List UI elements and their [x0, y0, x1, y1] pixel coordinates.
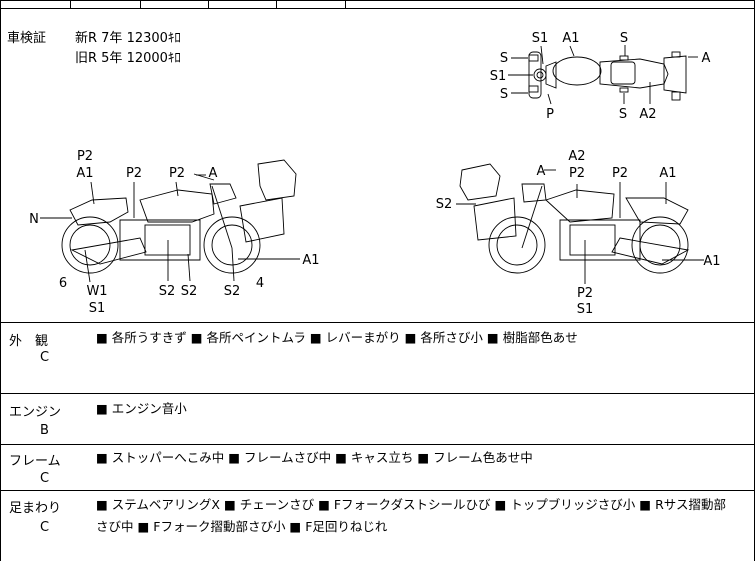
note-line: ■ ステムベアリングX ■ チェーンさび ■ Fフォークダストシールひび ■ ト…: [96, 497, 727, 512]
label-top-s: S: [620, 31, 628, 46]
top-cell-divider: [140, 0, 141, 8]
section-grade-exterior: C: [40, 350, 50, 365]
label-right-p2-b: P2: [612, 166, 628, 181]
label-right-a1-top: A1: [659, 166, 676, 181]
label-top-s-left-a: S: [500, 51, 508, 66]
section-notes-exterior: ■ 各所うすきず ■ 各所ペイントムラ ■ レバーまがり ■ 各所さび小 ■ 樹…: [96, 327, 746, 349]
section-grade-engine: B: [40, 423, 49, 438]
section-grade-frame: C: [40, 471, 50, 486]
label-left-a-top: A: [209, 166, 218, 181]
certificate-new-mileage: 新R 7年 12300ｷﾛ: [75, 31, 181, 46]
label-top-s1: S1: [532, 31, 549, 46]
section-notes-engine: ■ エンジン音小: [96, 398, 746, 420]
certificate-label: 車検証: [7, 31, 47, 46]
note-line: ■ ストッパーへこみ中 ■ フレームさび中 ■ キャス立ち ■ フレーム色あせ中: [96, 450, 533, 465]
left-border: [0, 0, 1, 561]
label-top-s-left-b: S: [500, 87, 508, 102]
label-left-s1: S1: [89, 301, 106, 316]
top-cell-divider: [208, 0, 209, 8]
note-line: さび中 ■ Fフォーク摺動部さび小 ■ F足回りねじれ: [96, 519, 388, 534]
right-side-motorcycle-icon: [456, 163, 704, 284]
label-left-n: N: [29, 212, 39, 227]
label-left-w1: W1: [86, 284, 107, 299]
label-right-s1-bottom: S1: [577, 302, 594, 317]
top-cell-divider: [70, 0, 71, 8]
certificate-old-mileage: 旧R 5年 12000ｷﾛ: [75, 51, 181, 66]
section-notes-suspension: ■ ステムベアリングX ■ チェーンさび ■ Fフォークダストシールひび ■ ト…: [96, 494, 746, 538]
label-left-4: 4: [256, 276, 264, 291]
left-side-motorcycle-icon: [40, 159, 300, 283]
label-left-p2-a: P2: [77, 149, 93, 164]
label-top-a-right: A: [702, 51, 711, 66]
label-left-s2-a: S2: [159, 284, 176, 299]
section-divider: [0, 393, 755, 394]
section-notes-frame: ■ ストッパーへこみ中 ■ フレームさび中 ■ キャス立ち ■ フレーム色あせ中: [96, 447, 746, 469]
label-top-a1: A1: [562, 31, 579, 46]
label-right-a2: A2: [568, 149, 585, 164]
label-left-6: 6: [59, 276, 67, 291]
top-cell-divider: [276, 0, 277, 8]
label-left-p2-c: P2: [169, 166, 185, 181]
section-title-exterior: 外 観: [9, 334, 49, 349]
diagram-divider: [0, 322, 755, 323]
label-left-p2-b: P2: [126, 166, 142, 181]
top-border: [0, 0, 755, 1]
label-top-s1-left: S1: [490, 69, 507, 84]
label-left-a1-right: A1: [302, 253, 319, 268]
label-right-a1-right: A1: [703, 254, 720, 269]
label-top-s-bottom: S: [619, 107, 627, 122]
top-view-motorcycle-icon: [508, 45, 698, 105]
section-title-suspension: 足まわり: [9, 501, 62, 516]
section-title-engine: エンジン: [9, 405, 62, 420]
note-line: ■ エンジン音小: [96, 401, 187, 416]
header-divider: [0, 8, 755, 9]
label-right-a-left: A: [537, 164, 546, 179]
label-right-p2-a: P2: [569, 166, 585, 181]
section-divider: [0, 490, 755, 491]
label-top-p: P: [546, 107, 554, 122]
section-divider: [0, 444, 755, 445]
note-line: ■ 各所うすきず ■ 各所ペイントムラ ■ レバーまがり ■ 各所さび小 ■ 樹…: [96, 330, 578, 345]
label-left-s2-b: S2: [181, 284, 198, 299]
section-grade-suspension: C: [40, 520, 50, 535]
label-top-a2: A2: [639, 107, 656, 122]
label-right-s2-left: S2: [436, 197, 453, 212]
top-cell-divider: [345, 0, 346, 8]
section-title-frame: フレーム: [9, 454, 61, 469]
label-left-s2-c: S2: [224, 284, 241, 299]
label-left-a1-a: A1: [76, 166, 93, 181]
label-right-p2-bottom: P2: [577, 286, 593, 301]
motorcycle-diagram: S1 A1 S S S1 S A P S A2 P2 A1 P2 P2 A N …: [29, 31, 720, 317]
